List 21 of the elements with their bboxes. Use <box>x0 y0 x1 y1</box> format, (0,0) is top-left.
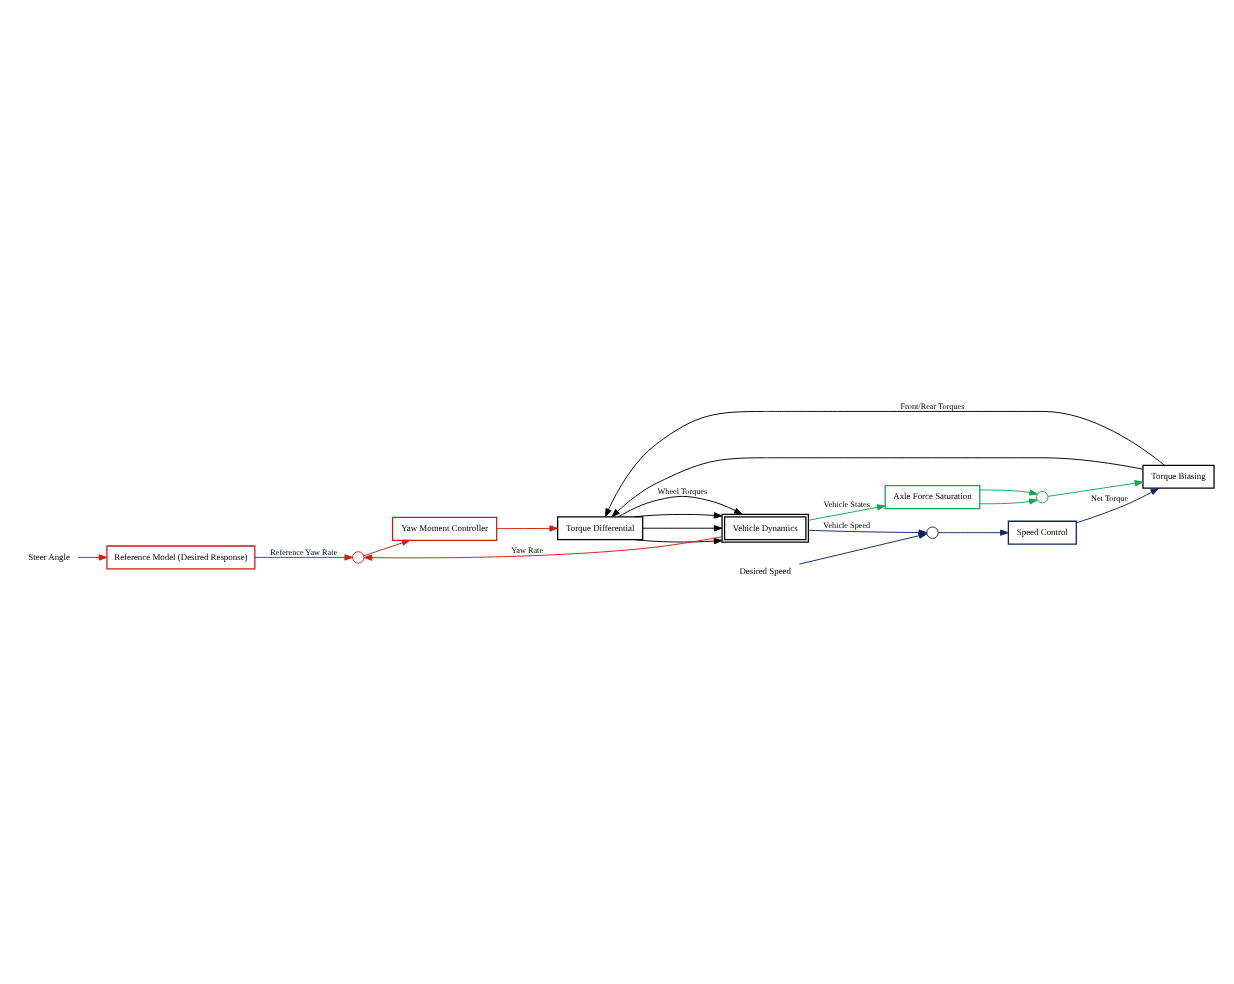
arrow <box>937 528 1009 535</box>
arrow <box>611 456 1144 517</box>
node-circle <box>1036 489 1049 503</box>
node-circle <box>352 550 365 563</box>
arrow <box>979 488 1038 495</box>
arrow <box>604 409 1165 516</box>
arrow <box>1075 486 1159 523</box>
arrow <box>254 553 354 560</box>
arrow <box>363 538 411 556</box>
arrow <box>634 536 723 544</box>
arrow <box>496 524 558 531</box>
node-circle <box>926 525 939 538</box>
arrow <box>798 531 928 564</box>
arrow <box>642 524 723 531</box>
arrow <box>634 511 723 518</box>
arrow <box>363 535 723 560</box>
arrow <box>617 494 743 517</box>
arrow <box>807 503 886 520</box>
arrow <box>979 497 1038 504</box>
arrow <box>1047 479 1144 496</box>
arrow <box>77 553 108 560</box>
